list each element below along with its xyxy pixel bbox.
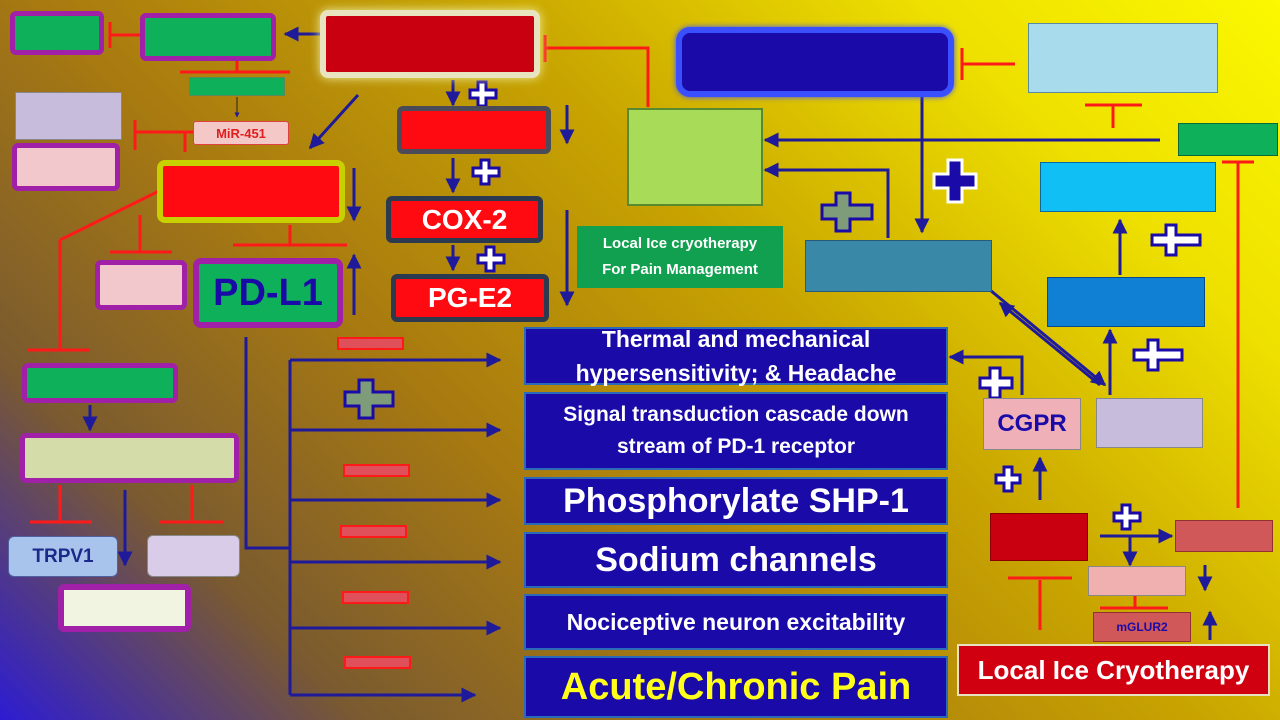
node-cyan-right (1040, 162, 1216, 212)
node-pink-bottom-right (1088, 566, 1186, 596)
activation-arrows (82, 26, 1218, 703)
pge2-node: PG-E2 (391, 274, 549, 322)
outcome-text: Signal transduction cascade down stream … (563, 403, 909, 458)
outcome-text: Acute/Chronic Pain (560, 665, 912, 708)
node-red-second (397, 106, 551, 154)
node-green-top (140, 13, 276, 61)
trpv1-text: TRPV1 (32, 545, 94, 567)
local-ice-note-line1: Local Ice cryotherapy (602, 235, 758, 252)
node-cream-left (20, 433, 239, 483)
node-green-small (189, 77, 285, 96)
node-lavender-right (1096, 398, 1203, 448)
node-teal (805, 240, 992, 292)
outcome-phosphorylate-shp1: Phosphorylate SHP-1 (524, 477, 948, 525)
large-plus-signs (343, 80, 1202, 531)
node-green-right (1178, 123, 1278, 156)
outcome-thermal-hypersensitivity: Thermal and mechanical hypersensitivity;… (524, 326, 948, 386)
cgpr-text: CGPR (997, 410, 1067, 437)
mglur2-node: mGLUR2 (1093, 612, 1191, 642)
cox2-text: COX-2 (421, 203, 508, 235)
outcome-signal-transduction: Signal transduction cascade down stream … (524, 392, 948, 470)
outcome-nociceptive-excitability: Nociceptive neuron excitability (524, 594, 948, 650)
node-green-left (22, 363, 178, 403)
outcome-acute-chronic-pain: Acute/Chronic Pain (524, 656, 948, 718)
local-ice-cryotherapy-node: Local Ice Cryotherapy (957, 644, 1270, 696)
node-red-yellow-border (157, 160, 345, 223)
outcome-text: Thermal and mechanical hypersensitivity;… (575, 326, 897, 386)
node-cream-bottom (58, 584, 191, 632)
node-green-top-left (10, 11, 104, 55)
trpv1-node: TRPV1 (8, 536, 118, 577)
node-pink-left (12, 143, 120, 191)
outcome-text: Nociceptive neuron excitability (566, 609, 906, 635)
cgpr-node: CGPR (983, 398, 1081, 450)
pdl1-node: PD-L1 (193, 258, 343, 328)
local-ice-note-line2: For Pain Management (602, 261, 758, 278)
node-lightblue-top-right (1028, 23, 1218, 93)
node-pink-mid (95, 260, 187, 310)
local-ice-note: Local Ice cryotherapy For Pain Managemen… (577, 226, 783, 288)
node-blue-top (676, 27, 954, 97)
cox2-node: COX-2 (386, 196, 543, 243)
mir451-label: MiR-451 (193, 121, 289, 145)
outcome-text: Phosphorylate SHP-1 (563, 481, 909, 520)
pge2-text: PG-E2 (427, 282, 513, 313)
mglur2-text: mGLUR2 (1116, 620, 1168, 634)
node-red-bottom-right (990, 513, 1088, 561)
node-blue-mid-right (1047, 277, 1205, 327)
node-red-top-center (320, 10, 540, 78)
outcome-sodium-channels: Sodium channels (524, 532, 948, 588)
node-salmon-right (1175, 520, 1273, 552)
node-lavender-small (147, 535, 240, 577)
node-lavender (15, 92, 122, 140)
minus-signs (337, 337, 411, 669)
pdl1-text: PD-L1 (213, 271, 323, 314)
connector-lines (244, 337, 292, 695)
local-ice-cryotherapy-text: Local Ice Cryotherapy (977, 654, 1250, 685)
node-lightgreen (627, 108, 763, 206)
mir451-text: MiR-451 (216, 125, 266, 141)
inhibition-lines (28, 22, 1254, 630)
outcome-text: Sodium channels (595, 540, 877, 579)
